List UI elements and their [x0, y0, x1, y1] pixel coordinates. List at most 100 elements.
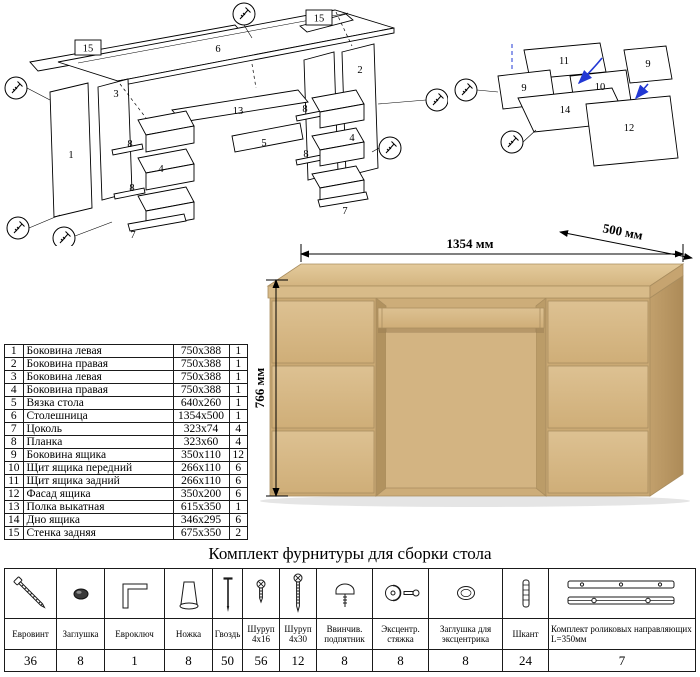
part-number: 7 [4, 422, 24, 436]
part-number: 15 [4, 526, 24, 540]
part-size: 350x200 [172, 487, 230, 501]
part-callouts: 11 9 9 10 14 12 [521, 56, 650, 134]
callout-box [74, 39, 102, 56]
part-callout: 2 [357, 65, 362, 76]
hardware-item: Шкант 24 [503, 569, 549, 671]
drawer-front [547, 300, 649, 364]
part-name: Планка [22, 435, 174, 449]
part-callout: 8 [129, 183, 134, 194]
hardware-item: Шуруп 4x16 56 [243, 569, 280, 671]
part-number: 1 [4, 344, 24, 358]
hardware-qty: 7 [618, 653, 626, 668]
part-number: 13 [4, 500, 24, 514]
hex-key-icon [105, 569, 164, 619]
part-name: Полка выкатная [22, 500, 174, 514]
hardware-qty: 12 [291, 653, 305, 668]
part-name: Щит ящика передний [22, 461, 174, 475]
assembly-guide-lines [119, 11, 353, 119]
part-name: Боковина левая [22, 370, 174, 384]
hardware-name: Заглушка [57, 619, 104, 650]
hardware-item: Ввинчив. подпятник 8 [317, 569, 373, 671]
part-callout: 6 [215, 44, 220, 55]
part-qty: 1 [228, 344, 248, 358]
exploded-diagram-main: 15 6 15 2 13 1 3 8 4 8 7 5 8 4 8 7 [4, 2, 448, 246]
part-size: 323x60 [172, 435, 230, 449]
part-qty: 4 [228, 435, 248, 449]
floor-shadow [260, 495, 690, 507]
part-size: 675x350 [172, 526, 230, 540]
part-size: 750x388 [172, 344, 230, 358]
part-callout: 13 [233, 106, 244, 117]
hardware-item: Евровинт 36 [5, 569, 57, 671]
part-name: Фасад ящика [22, 487, 174, 501]
hardware-qty: 8 [462, 653, 469, 668]
part-name: Щит ящика задний [22, 474, 174, 488]
exploded-diagram-drawer: 11 9 9 10 14 12 [454, 42, 679, 167]
cam-cover-icon [429, 569, 502, 619]
part-callout: 9 [645, 59, 650, 70]
part-size: 750x388 [172, 357, 230, 371]
dowel-icon [503, 569, 548, 619]
drawer-panels [497, 42, 679, 167]
part-callout: 12 [624, 123, 635, 134]
part-qty: 6 [228, 513, 248, 527]
leg-icon [165, 569, 212, 619]
part-callout: 7 [342, 206, 347, 217]
part-callout: 8 [302, 104, 307, 115]
part-name: Боковина правая [22, 357, 174, 371]
part-name: Дно ящика [22, 513, 174, 527]
part-name: Столешница [22, 409, 174, 423]
screw-icon [243, 569, 279, 619]
dimension-lines [266, 230, 693, 497]
part-size: 1354x500 [172, 409, 230, 423]
part-qty: 1 [228, 409, 248, 423]
part-name: Боковина правая [22, 383, 174, 397]
desk-render: 1354 мм 500 мм 766 мм [252, 224, 693, 507]
hardware-item: Комплект роликовых направляющих L=350мм … [549, 569, 695, 671]
hardware-qty: 36 [24, 653, 37, 668]
hardware-qty: 1 [131, 653, 138, 668]
part-callout: 3 [113, 89, 118, 100]
hardware-item: Гвоздь 50 [213, 569, 243, 671]
hardware-name: Шуруп 4x16 [243, 619, 279, 650]
hardware-qty: 56 [254, 653, 268, 668]
part-qty: 4 [228, 422, 248, 436]
cap-plug-icon [57, 569, 104, 619]
screw-in-glide-icon [317, 569, 372, 619]
hardware-item: Шуруп 4x30 12 [280, 569, 317, 671]
part-size: 750x388 [172, 370, 230, 384]
part-callout: 7 [130, 230, 135, 241]
keyboard-tray-shadow [378, 328, 544, 333]
hardware-qty: 24 [519, 653, 532, 668]
hardware-qty: 50 [221, 653, 234, 668]
part-size: 346x295 [172, 513, 230, 527]
part-callout: 10 [595, 82, 606, 93]
part-number: 5 [4, 396, 24, 410]
drawer-slides-icon [549, 569, 695, 619]
assembly-direction-arrows [511, 44, 649, 100]
part-size: 750x388 [172, 383, 230, 397]
part-qty: 6 [228, 461, 248, 475]
part-size: 266x110 [172, 474, 230, 488]
part-qty: 1 [228, 396, 248, 410]
cam-lock-icon [373, 569, 428, 619]
hardware-name: Гвоздь [213, 619, 242, 650]
drawer-front [271, 300, 375, 364]
part-name: Цоколь [22, 422, 174, 436]
part-number: 14 [4, 513, 24, 527]
desk-body [266, 263, 685, 497]
part-number: 12 [4, 487, 24, 501]
part-number: 3 [4, 370, 24, 384]
depth-dimension-label: 500 мм [602, 224, 645, 243]
part-callout: 15 [83, 44, 94, 55]
drawer-front [271, 430, 375, 494]
part-callout: 15 [314, 14, 325, 25]
part-number: 4 [4, 383, 24, 397]
hardware-qty: 8 [341, 653, 348, 668]
